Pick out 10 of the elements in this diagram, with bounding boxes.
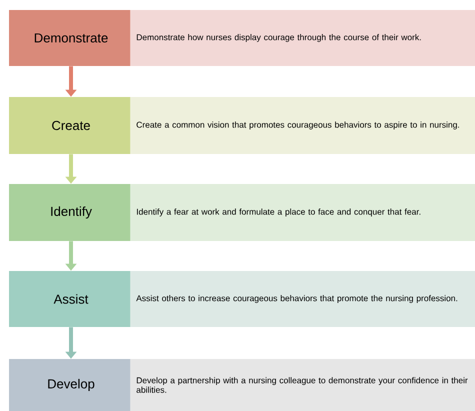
description-band: Identify a fear at work and formulate a place to face and conquer that fear. [130, 184, 475, 241]
description-band: Demonstrate how nurses display courage through the course of their work. [130, 10, 475, 66]
step-box: Create [9, 97, 133, 154]
description-band: Develop a partnership with a nursing colleague to demonstrate your confidence in their abilities. [130, 358, 475, 411]
description-band: Assist others to increase courageous behaviors that promote the nursing profession. [130, 270, 475, 327]
step-box: Develop [9, 358, 133, 411]
step-box: Identify [9, 184, 133, 241]
step-box: Demonstrate [9, 10, 133, 66]
step-box: Assist [9, 270, 133, 327]
description-band: Create a common vision that promotes courageous behaviors to aspire to in nursing. [130, 97, 475, 154]
